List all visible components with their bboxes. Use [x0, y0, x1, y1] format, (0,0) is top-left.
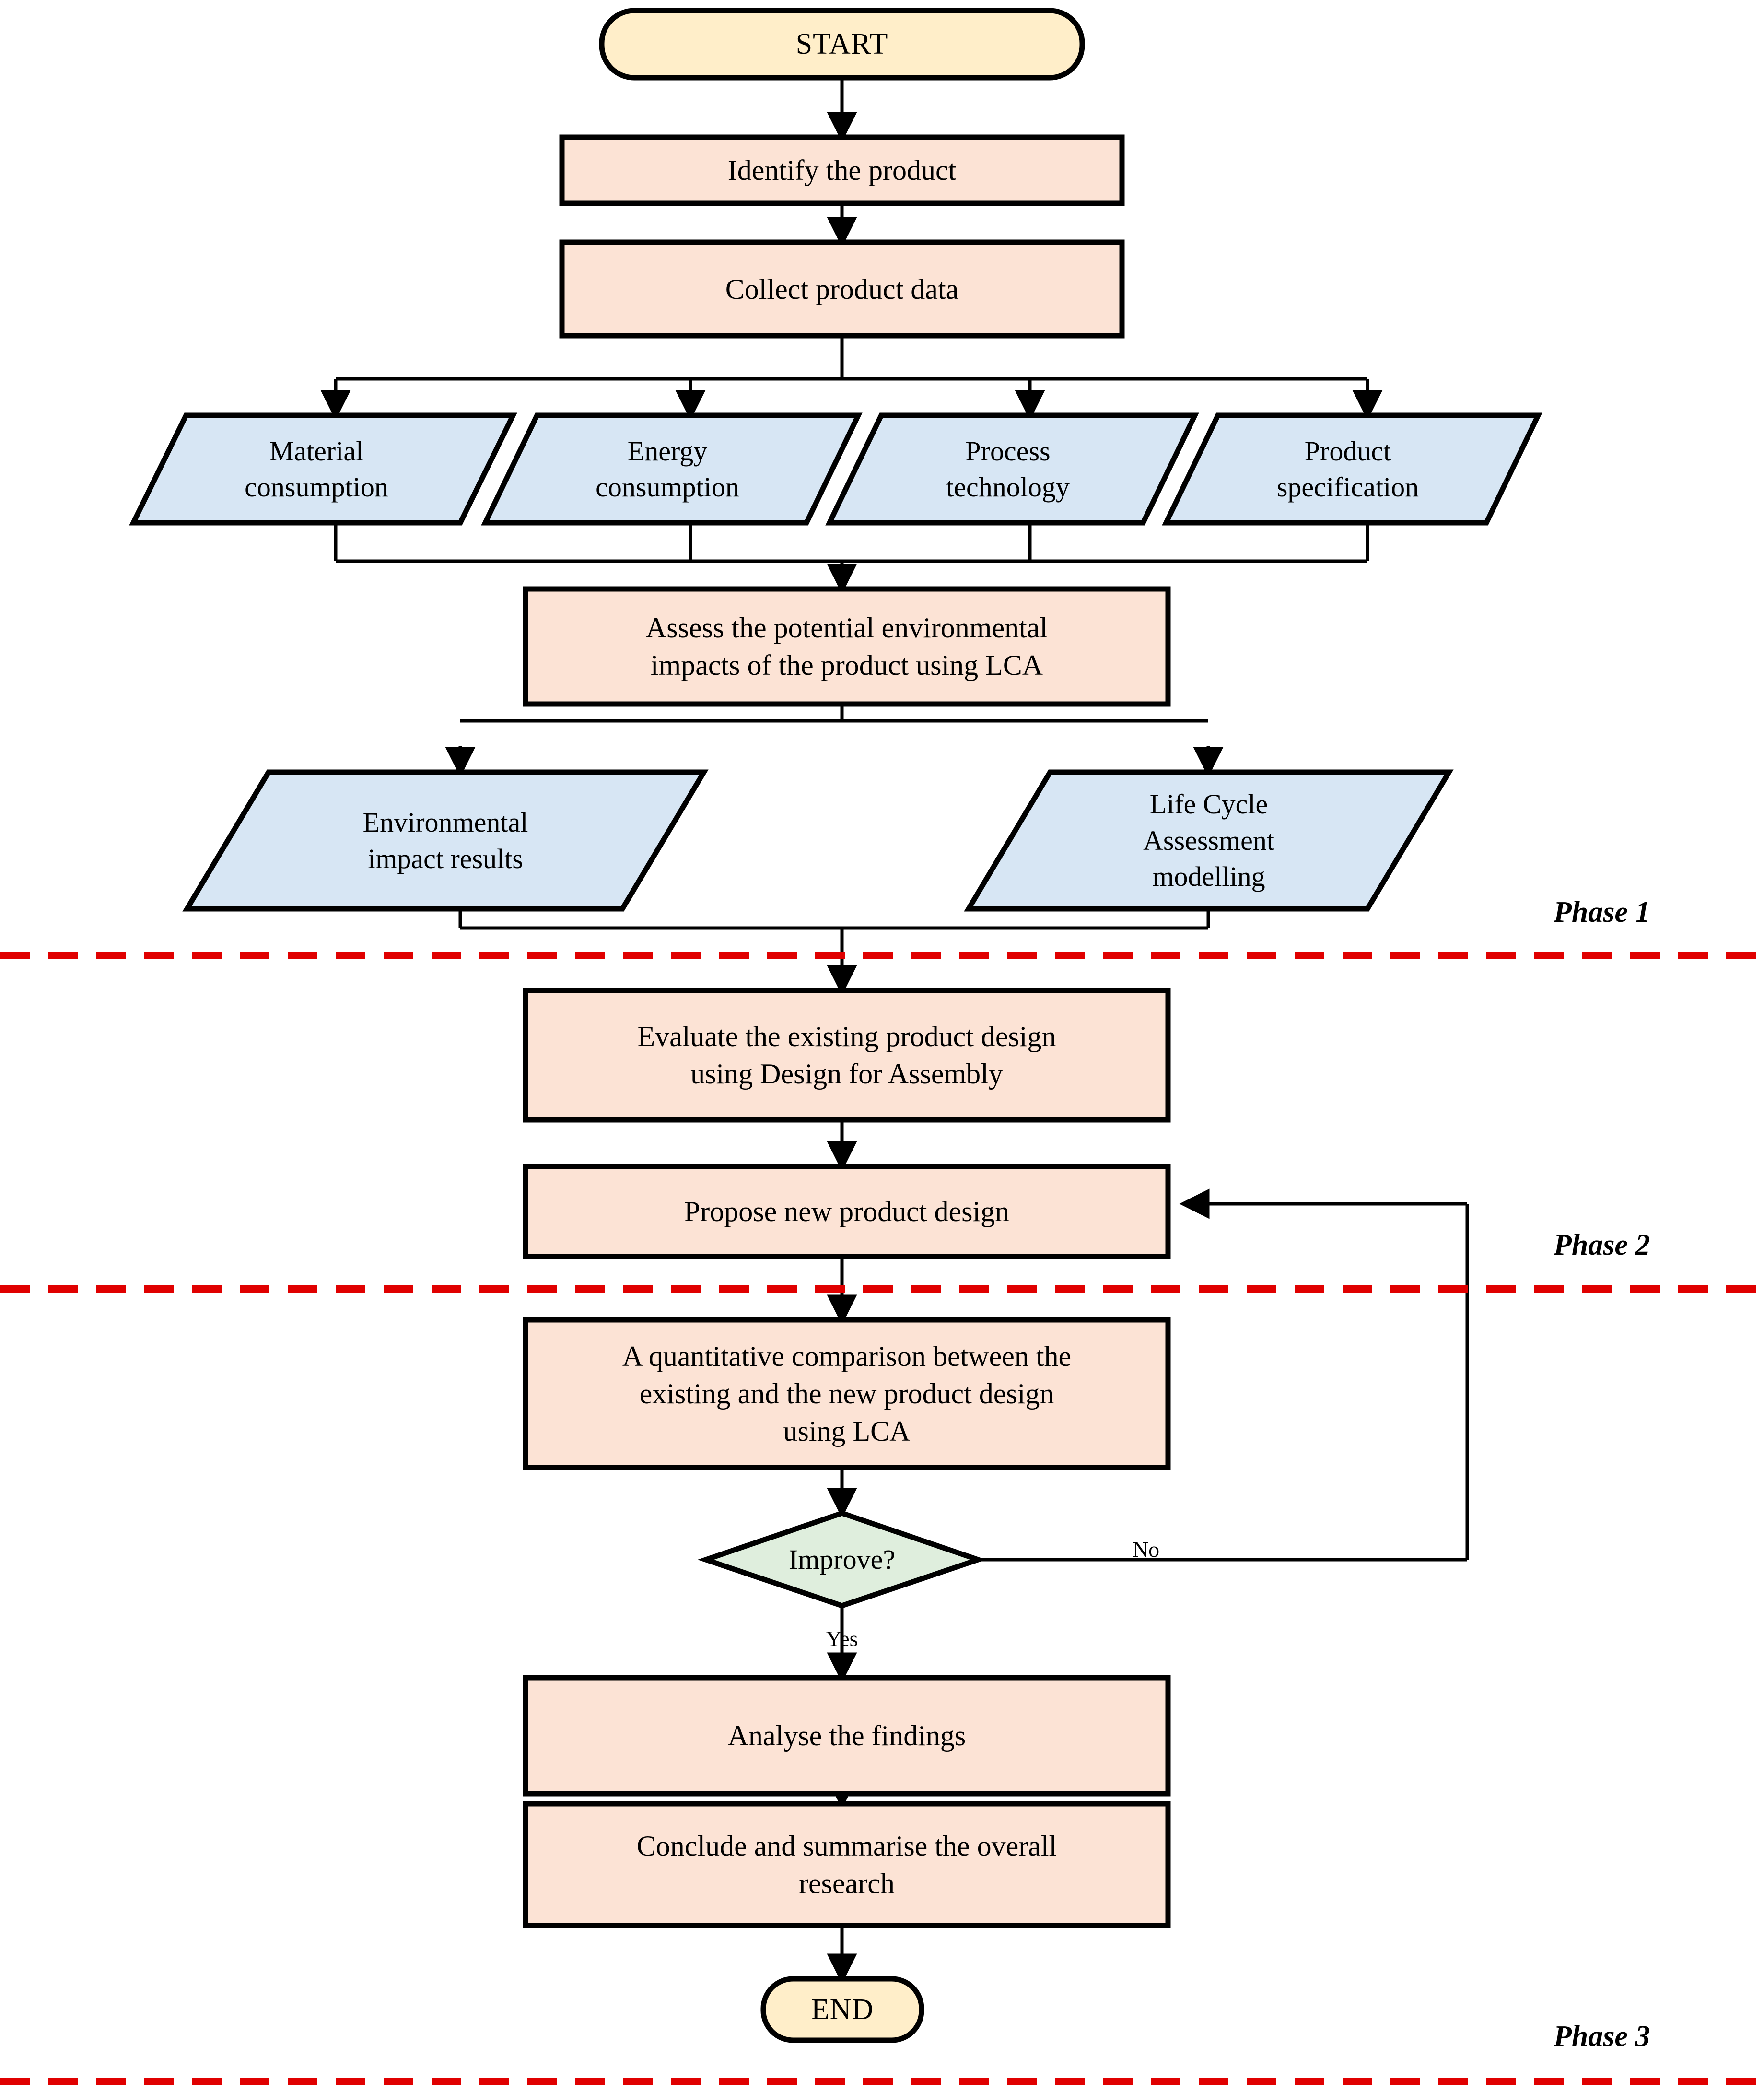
node-assess-shape[interactable] [523, 586, 1171, 707]
node-improve-shape[interactable] [697, 1510, 987, 1609]
node-product-spec-shape[interactable] [1162, 412, 1542, 526]
node-analyse-shape[interactable] [523, 1675, 1171, 1797]
node-material-shape[interactable] [129, 412, 517, 526]
node-evaluate-shape[interactable] [523, 988, 1171, 1123]
node-env-results-shape[interactable] [182, 769, 709, 912]
node-end-shape[interactable] [760, 1976, 924, 2043]
connector-group [320, 78, 1467, 1984]
connector-lines-group [334, 336, 1469, 1562]
node-compare-shape[interactable] [523, 1317, 1171, 1470]
node-process-tech-shape[interactable] [825, 412, 1199, 526]
node-collect-shape[interactable] [559, 239, 1125, 339]
node-propose-shape[interactable] [523, 1164, 1171, 1259]
node-identify-shape[interactable] [559, 134, 1125, 206]
node-lca-model-shape[interactable] [964, 769, 1454, 912]
node-energy-shape[interactable] [481, 412, 863, 526]
node-start-shape[interactable] [599, 8, 1085, 81]
node-conclude-shape[interactable] [523, 1801, 1171, 1928]
